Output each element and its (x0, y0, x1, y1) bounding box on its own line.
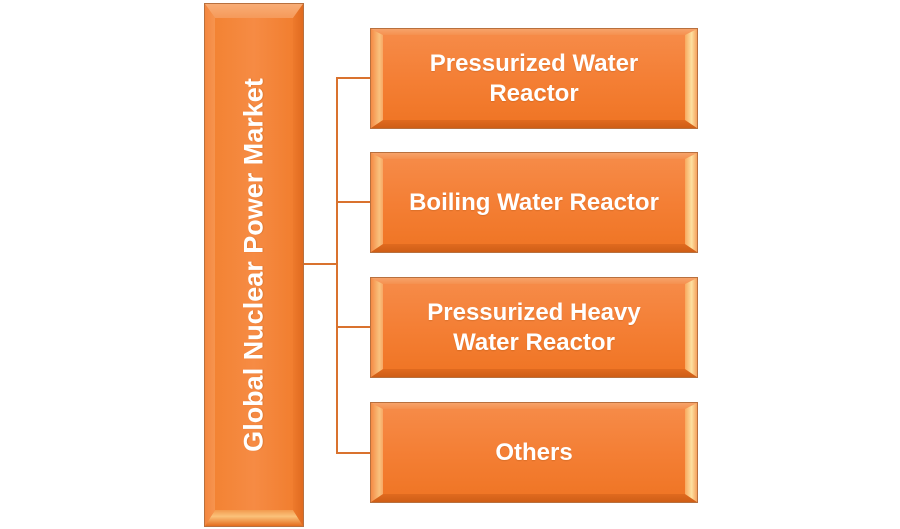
bevel-left (371, 403, 383, 502)
bevel-right (293, 4, 303, 526)
bevel-right (685, 29, 697, 128)
connector-branch-4 (336, 452, 370, 454)
bevel-top (371, 29, 697, 35)
bevel-left (205, 4, 215, 526)
bevel-right (685, 403, 697, 502)
connector-branch-2 (336, 201, 370, 203)
root-node-label: Global Nuclear Power Market (238, 78, 269, 452)
bevel-bottom (205, 510, 303, 526)
bevel-bottom (371, 494, 697, 502)
child-node-others: Others (370, 402, 698, 503)
bevel-left (371, 153, 383, 252)
bevel-right (685, 153, 697, 252)
connector-trunk (336, 77, 338, 454)
bevel-top (371, 278, 697, 284)
bevel-top (371, 403, 697, 409)
child-node-label: Others (495, 438, 573, 466)
bevel-top (371, 153, 697, 159)
bevel-top (205, 4, 303, 18)
child-node-pressurized-heavy-water-reactor: Pressurized Heavy Water Reactor (370, 277, 698, 378)
bevel-right (685, 278, 697, 377)
bevel-left (371, 278, 383, 377)
connector-branch-1 (336, 77, 370, 79)
child-node-label: Boiling Water Reactor (409, 188, 659, 216)
bevel-bottom (371, 244, 697, 252)
child-node-boiling-water-reactor: Boiling Water Reactor (370, 152, 698, 253)
child-node-pressurized-water-reactor: Pressurized Water Reactor (370, 28, 698, 129)
bevel-bottom (371, 120, 697, 128)
child-node-label: Pressurized Heavy Water Reactor (427, 298, 641, 356)
root-node: Global Nuclear Power Market (204, 3, 304, 527)
bevel-bottom (371, 369, 697, 377)
connector-root (303, 263, 337, 265)
bevel-left (371, 29, 383, 128)
child-node-label: Pressurized Water Reactor (429, 49, 639, 107)
connector-branch-3 (336, 326, 370, 328)
